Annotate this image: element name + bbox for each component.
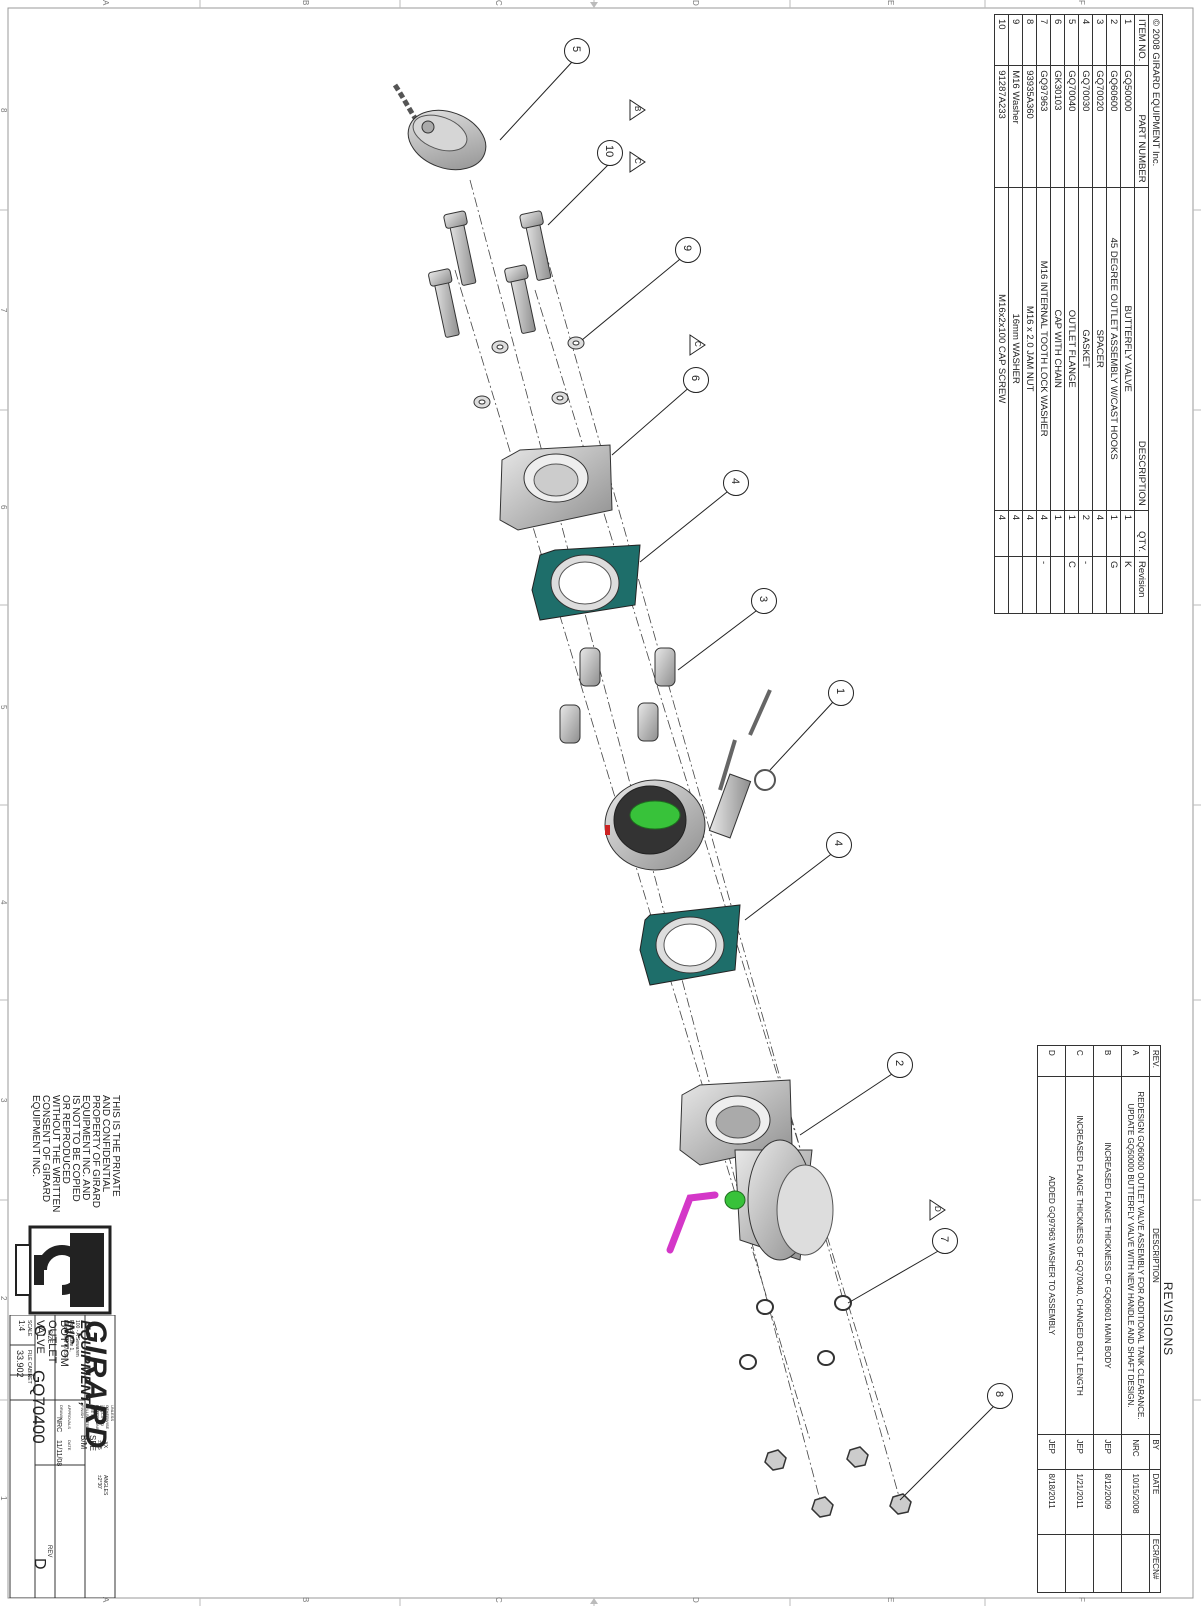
bom-header-desc: DESCRIPTION: [1134, 187, 1149, 511]
balloon-2: 2: [887, 1052, 913, 1078]
tolerance-2: .XX ±.05: [96, 1440, 108, 1450]
approvals-label: APPROVALS: [67, 1405, 72, 1429]
material-label: MATERIAL: [95, 1405, 100, 1425]
rev-header-by: BY: [1149, 1434, 1161, 1470]
revisions-table: REVISIONS REV. DESCRIPTION BY DATE ECR/E…: [1037, 1045, 1175, 1593]
spacers: [559, 647, 676, 744]
date-label: DATE: [67, 1440, 72, 1451]
drawing-scale: 1:4: [17, 1320, 26, 1332]
cap-with-chain-part: [392, 83, 487, 171]
rev-label: REV: [46, 1545, 52, 1558]
balloon-6: 5: [564, 38, 590, 64]
balloon-10: 10: [597, 140, 623, 166]
jam-nuts: [764, 1446, 912, 1518]
rev-flag-c-1: C: [633, 158, 642, 164]
rev-header-ecn: ECR/ECN#: [1149, 1534, 1161, 1593]
rev-flag-b: B: [633, 106, 642, 112]
balloon-4-lower: 4: [826, 832, 852, 858]
bom-header-qty: QTY.: [1134, 510, 1149, 557]
balloon-7: 7: [932, 1228, 958, 1254]
confidentiality-notice: THIS IS THE PRIVATE AND CONFIDENTIAL PRO…: [30, 1095, 121, 1213]
balloon-8: 8: [987, 1383, 1013, 1409]
rev-header-rev: REV.: [1149, 1045, 1161, 1077]
cap-screws: [428, 210, 552, 338]
bom-header-rev: Revision: [1134, 556, 1149, 614]
girard-logo: [15, 1225, 112, 1315]
angle-tolerance: ANGLES ±2°30': [96, 1475, 108, 1496]
bom-header-part: PART NUMBER: [1134, 65, 1149, 188]
drawn-date: 11/11/08: [55, 1440, 62, 1467]
bom-copyright: © 2008 GIRARD EQUIPMENT Inc.: [1148, 14, 1163, 614]
title-block: GIRARD EQUIPMENT, INC. 100 - A Sewaren R…: [0, 1315, 120, 1598]
sheet-size: C: [31, 1325, 48, 1337]
balloon-3: 3: [751, 588, 777, 614]
revisions-title: REVISIONS: [1161, 1281, 1175, 1357]
scale-label: SCALE: [26, 1320, 32, 1337]
balloon-9: 9: [675, 237, 701, 263]
leader-lines: [499, 61, 996, 1501]
balloon-5: 6: [683, 367, 709, 393]
lock-washers: [739, 1295, 852, 1370]
rev-flag-c-2: C: [693, 341, 702, 347]
drawn-by: NRC: [55, 1417, 62, 1433]
finish-label: FINISH: [80, 1405, 85, 1419]
outlet-flange-part: [499, 444, 613, 531]
balloon-1: 1: [828, 680, 854, 706]
butterfly-valve-part: [604, 689, 776, 871]
file-number: 33.902: [15, 1350, 25, 1378]
balloon-4-upper: 4: [723, 470, 749, 496]
washers: [473, 336, 585, 409]
rev-header-desc: DESCRIPTION: [1149, 1076, 1161, 1435]
file-label: FILE CABINET: [26, 1350, 32, 1384]
bill-of-materials: © 2008 GIRARD EQUIPMENT Inc. ITEM NO. PA…: [994, 14, 1163, 614]
bom-header-item: ITEM NO.: [1134, 14, 1149, 66]
outlet-assembly-part: [666, 1079, 834, 1261]
gasket-part-lower: [639, 904, 741, 986]
gasket-part-upper: [531, 544, 641, 621]
material-value: SEE B/M: [79, 1435, 97, 1452]
drawing-rev: D: [31, 1558, 48, 1570]
rev-flag-d: D: [933, 1206, 942, 1212]
rev-header-date: DATE: [1149, 1469, 1161, 1535]
